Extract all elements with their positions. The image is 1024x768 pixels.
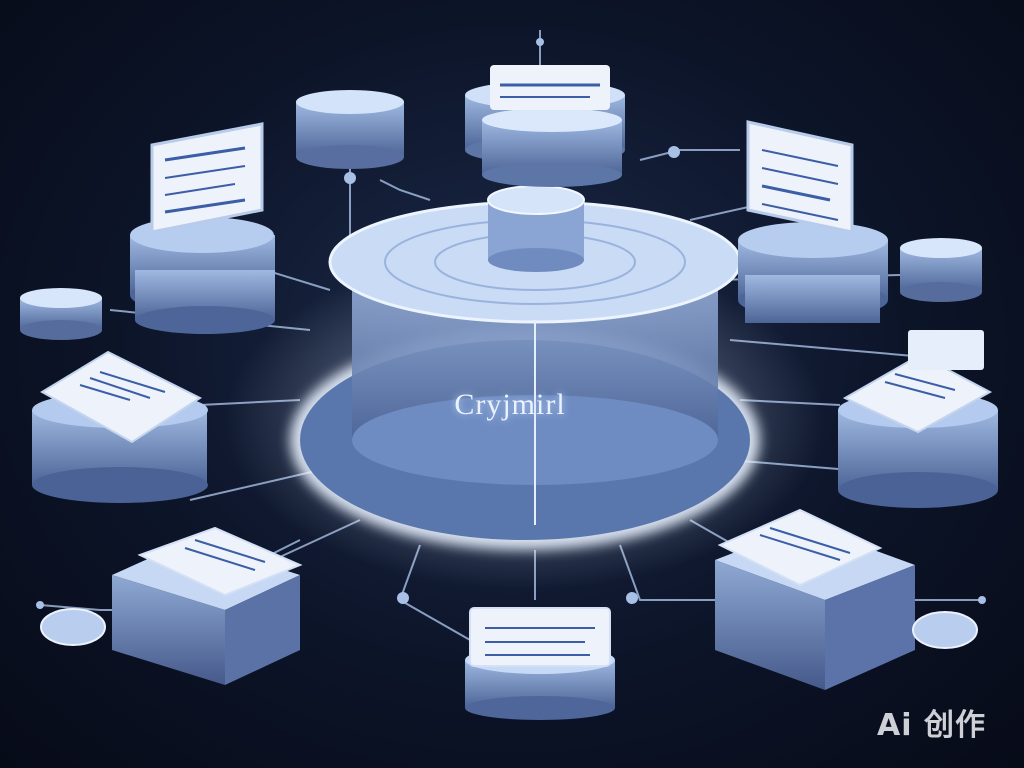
server-bottom-right (715, 508, 978, 690)
server-right-document (838, 330, 998, 508)
server-right-monitor (738, 120, 888, 323)
database-far-right (900, 238, 982, 302)
central-hub (225, 185, 825, 590)
server-left-monitor (130, 122, 275, 334)
server-bottom-center (465, 607, 615, 720)
watermark: Ai 创作 (877, 708, 986, 743)
database-far-left (20, 288, 102, 340)
hub-label: Cryjmirl (454, 388, 566, 421)
connection-nodes (36, 38, 986, 609)
database-upper-left (296, 90, 404, 169)
database-top (465, 65, 625, 187)
server-left-document (32, 350, 208, 503)
server-bottom-left (40, 526, 303, 685)
